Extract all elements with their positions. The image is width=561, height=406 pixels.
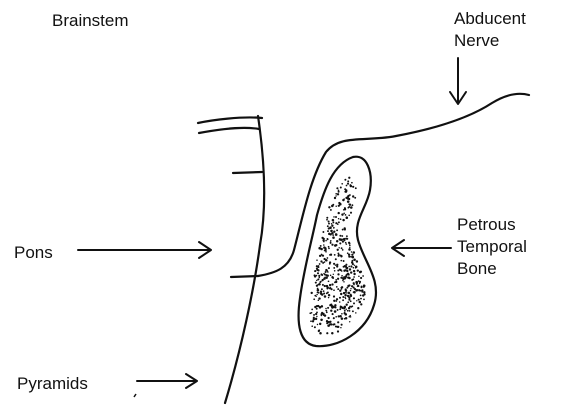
bone-stippling	[309, 177, 365, 335]
pons-arrow	[78, 242, 211, 258]
brainstem-outline	[225, 116, 264, 403]
stray-mark	[134, 394, 136, 397]
brainstem-top-line-1	[198, 117, 262, 123]
brainstem-top-line-2	[199, 128, 259, 133]
abducent-arrow	[450, 58, 466, 104]
pyramids-arrow	[137, 374, 197, 388]
brainstem-label: Brainstem	[52, 10, 129, 32]
abducent-label-line-1: Abducent	[454, 8, 526, 30]
petrous-label-line-3: Bone	[457, 258, 527, 280]
petrous-label-line-2: Temporal	[457, 236, 527, 258]
pons-label: Pons	[14, 242, 53, 264]
abducent-nerve-label: Abducent Nerve	[454, 8, 526, 52]
petrous-temporal-bone-label: Petrous Temporal Bone	[457, 214, 527, 280]
brainstem-tick-upper	[233, 172, 262, 173]
petrous-arrow	[392, 240, 451, 256]
abducent-label-line-2: Nerve	[454, 30, 526, 52]
petrous-bone-outline	[299, 157, 376, 346]
pyramids-label: Pyramids	[17, 373, 88, 395]
petrous-label-line-1: Petrous	[457, 214, 527, 236]
brainstem-tick-lower	[231, 276, 258, 277]
